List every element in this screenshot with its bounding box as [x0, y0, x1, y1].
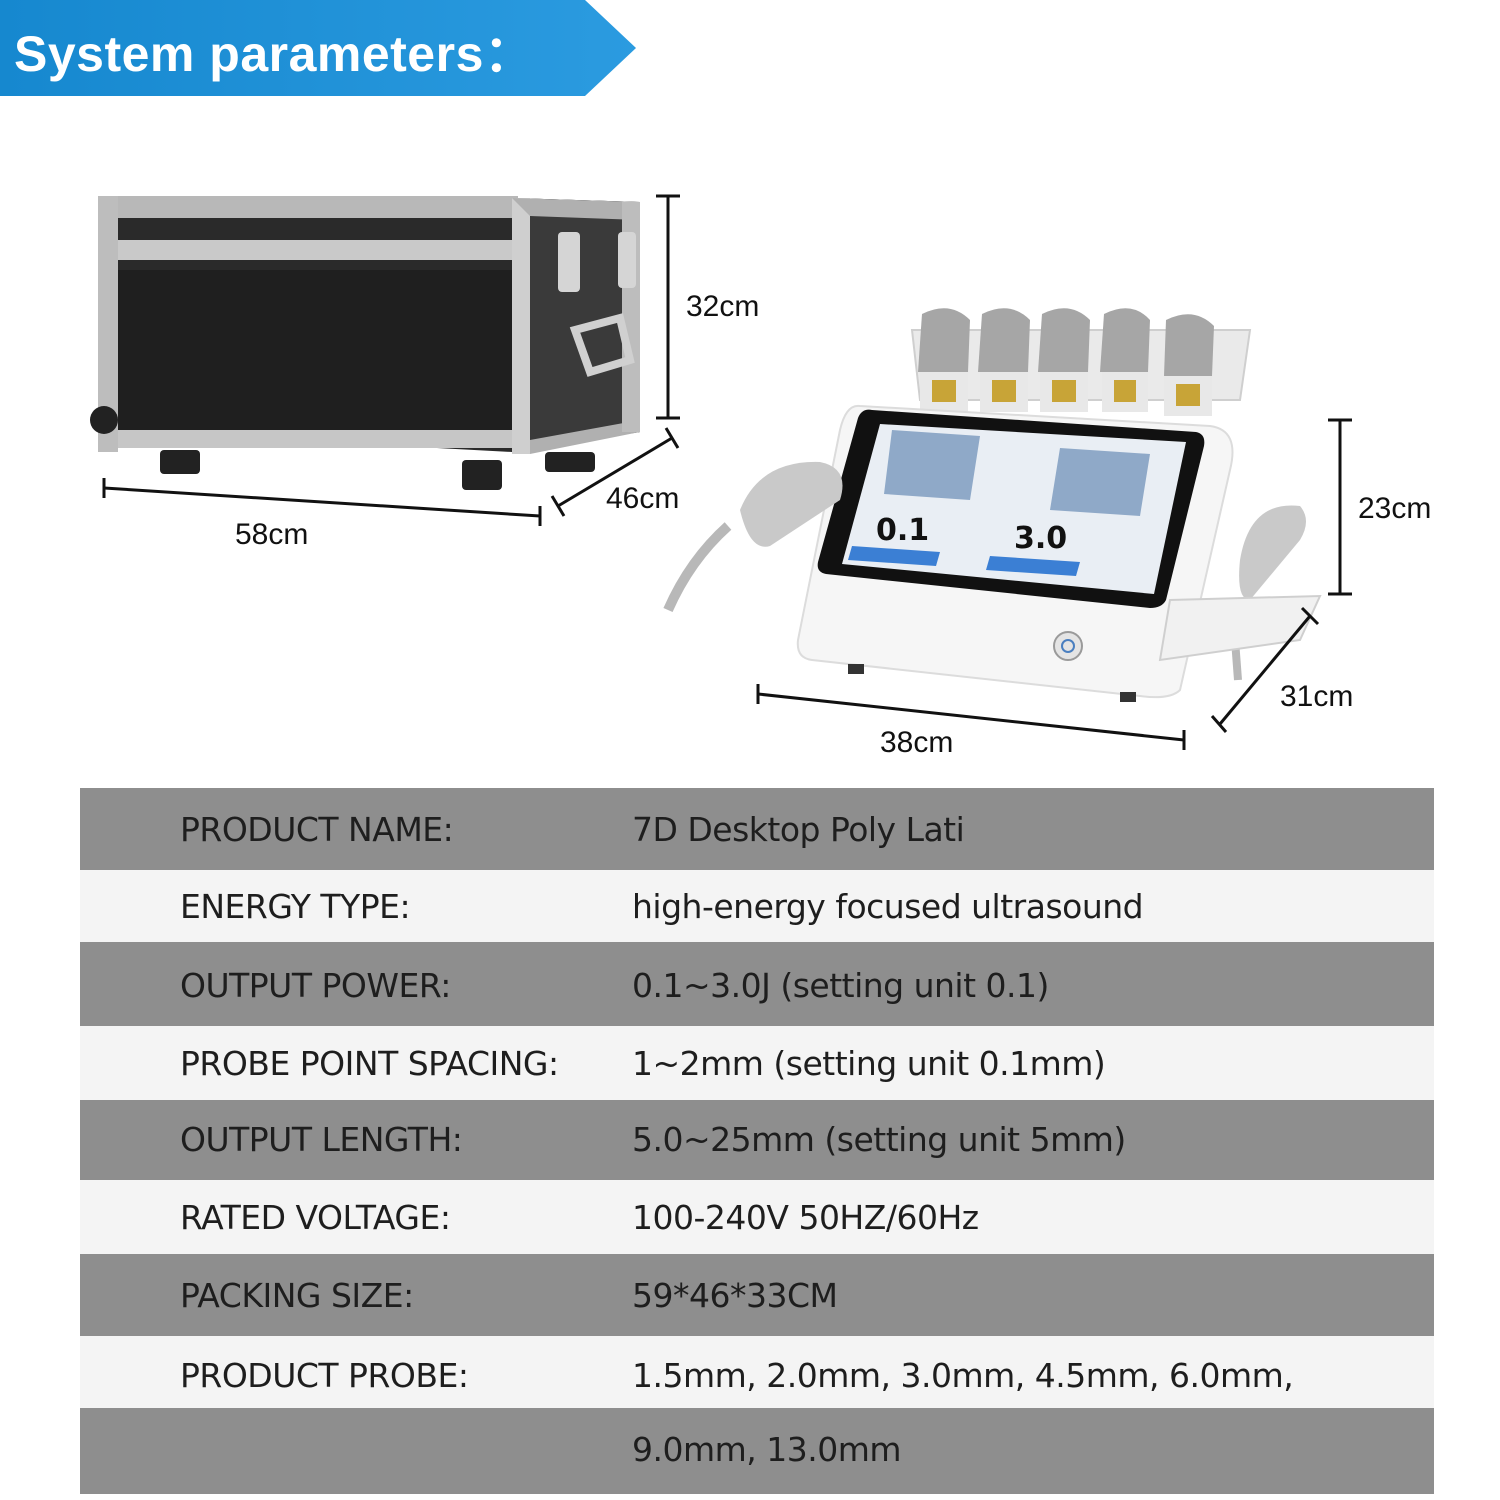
- device-image: 0.1 3.0: [663, 308, 1322, 702]
- spec-row-probe-point-spacing: PROBE POINT SPACING: 1~2mm (setting unit…: [80, 1026, 1434, 1100]
- spec-value: 100-240V 50HZ/60Hz: [632, 1198, 979, 1237]
- spec-value: high-energy focused ultrasound: [632, 887, 1144, 926]
- spec-row-product-probe-continued: 9.0mm, 13.0mm: [80, 1408, 1434, 1494]
- product-illustration: 0.1 3.0: [90, 194, 1352, 750]
- carrying-case-image: [90, 196, 640, 490]
- header-banner: System parameters：: [0, 0, 640, 96]
- case-width-label: 58cm: [235, 518, 309, 551]
- spec-value: 7D Desktop Poly Lati: [632, 810, 965, 849]
- spec-value: 9.0mm, 13.0mm: [632, 1430, 902, 1469]
- spec-label: OUTPUT LENGTH:: [180, 1120, 463, 1159]
- spec-label: PROBE POINT SPACING:: [180, 1044, 559, 1083]
- power-button-icon: [1053, 631, 1083, 661]
- case-depth-label: 46cm: [606, 482, 680, 515]
- spec-row-product-name: PRODUCT NAME: 7D Desktop Poly Lati: [80, 788, 1434, 870]
- spec-row-packing-size: PACKING SIZE: 59*46*33CM: [80, 1254, 1434, 1336]
- banner-title: System parameters：: [14, 26, 535, 82]
- spec-label: OUTPUT POWER:: [180, 966, 451, 1005]
- spec-value: 5.0~25mm (setting unit 5mm): [632, 1120, 1126, 1159]
- device-depth-label: 31cm: [1280, 680, 1354, 713]
- banner-arrow-shape: [0, 0, 636, 96]
- screen-right-value: 3.0: [1014, 521, 1067, 556]
- screen-left-value: 0.1: [876, 513, 929, 548]
- spec-value: 1.5mm, 2.0mm, 3.0mm, 4.5mm, 6.0mm,: [632, 1356, 1294, 1395]
- spec-row-energy-type: ENERGY TYPE: high-energy focused ultraso…: [80, 870, 1434, 942]
- spec-row-output-length: OUTPUT LENGTH: 5.0~25mm (setting unit 5m…: [80, 1100, 1434, 1180]
- spec-label: PRODUCT NAME:: [180, 810, 454, 849]
- case-dimension-lines: [102, 194, 680, 526]
- device-dimension-lines: [756, 418, 1352, 750]
- spec-label: PACKING SIZE:: [180, 1276, 414, 1315]
- device-height-label: 23cm: [1358, 492, 1432, 525]
- spec-value: 1~2mm (setting unit 0.1mm): [632, 1044, 1106, 1083]
- spec-label: PRODUCT PROBE:: [180, 1356, 469, 1395]
- case-height-label: 32cm: [686, 290, 760, 323]
- spec-value: 0.1~3.0J (setting unit 0.1): [632, 966, 1049, 1005]
- spec-row-rated-voltage: RATED VOLTAGE: 100-240V 50HZ/60Hz: [80, 1180, 1434, 1254]
- specs-table: PRODUCT NAME: 7D Desktop Poly Lati ENERG…: [80, 788, 1434, 1494]
- spec-value: 59*46*33CM: [632, 1276, 838, 1315]
- spec-row-output-power: OUTPUT POWER: 0.1~3.0J (setting unit 0.1…: [80, 942, 1434, 1026]
- spec-label: ENERGY TYPE:: [180, 887, 411, 926]
- device-width-label: 38cm: [880, 726, 954, 759]
- spec-row-product-probe: PRODUCT PROBE: 1.5mm, 2.0mm, 3.0mm, 4.5m…: [80, 1336, 1434, 1408]
- spec-label: RATED VOLTAGE:: [180, 1198, 451, 1237]
